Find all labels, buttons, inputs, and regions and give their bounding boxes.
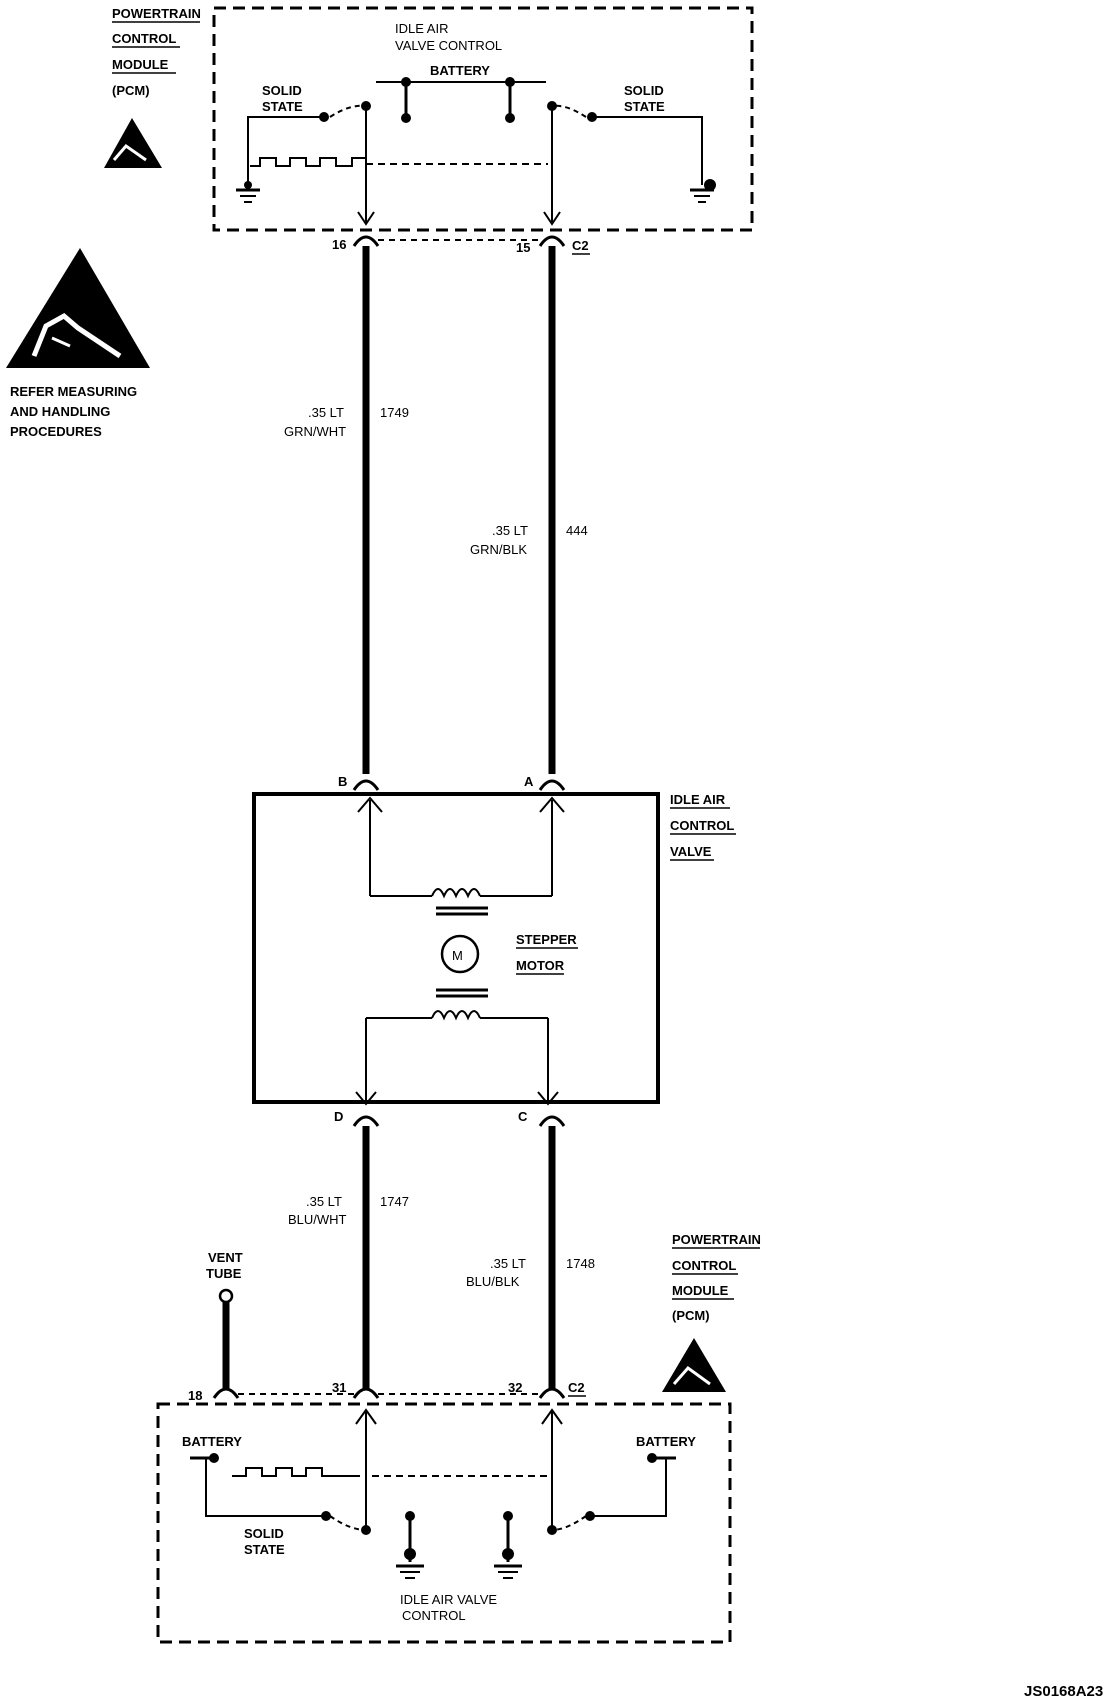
esd-small-icon-top bbox=[104, 118, 162, 168]
pin-18-label: 18 bbox=[188, 1388, 202, 1403]
wire-444-color: GRN/BLK bbox=[470, 542, 527, 557]
battery-bottom-right: BATTERY bbox=[636, 1434, 696, 1449]
pin-c-label: C bbox=[518, 1109, 528, 1124]
pin-16-label: 16 bbox=[332, 237, 346, 252]
pin-b-connector bbox=[352, 779, 380, 791]
wire-1747-size: .35 LT bbox=[306, 1194, 342, 1209]
esd-notice-line-1: REFER MEASURING bbox=[10, 384, 137, 399]
pin-31-label: 31 bbox=[332, 1380, 346, 1395]
solid-state-bottom-2: STATE bbox=[244, 1542, 285, 1557]
iac-valve-housing bbox=[252, 792, 660, 1104]
pcm-top-contacts bbox=[244, 77, 716, 191]
esd-notice: REFER MEASURING AND HANDLING PROCEDURES bbox=[6, 248, 150, 439]
stepper-label-1: STEPPER bbox=[516, 932, 577, 947]
pcm-top-title-2: CONTROL bbox=[112, 31, 176, 46]
pin-b-label: B bbox=[338, 774, 347, 789]
pin-a-label: A bbox=[524, 774, 534, 789]
vent-tube-label-2: TUBE bbox=[206, 1266, 242, 1281]
solid-state-top-right-2: STATE bbox=[624, 99, 665, 114]
pin-18-connector bbox=[212, 1387, 240, 1399]
pcm-bottom-idle-air-2: CONTROL bbox=[402, 1608, 466, 1623]
pin-15-label: 15 bbox=[516, 240, 530, 255]
solid-state-top-left-2: STATE bbox=[262, 99, 303, 114]
wire-1747-circuit: 1747 bbox=[380, 1194, 409, 1209]
pcm-top-battery: BATTERY bbox=[430, 63, 490, 78]
wire-444-circuit: 444 bbox=[566, 523, 588, 538]
solid-state-top-right-1: SOLID bbox=[624, 83, 664, 98]
pcm-top: POWERTRAIN CONTROL MODULE (PCM) IDLE AIR… bbox=[104, 6, 754, 255]
vent-tube-label-1: VENT bbox=[208, 1250, 243, 1265]
pin-d-connector bbox=[352, 1115, 380, 1127]
motor-symbol-text: M bbox=[452, 948, 463, 963]
pin-c-connector bbox=[538, 1115, 566, 1127]
pin-15-connector bbox=[538, 235, 566, 247]
pin-32-label: 32 bbox=[508, 1380, 522, 1395]
esd-notice-line-2: AND HANDLING bbox=[10, 404, 110, 419]
pin-32-connector bbox=[538, 1387, 566, 1399]
wire-1749-circuit: 1749 bbox=[380, 405, 409, 420]
pcm-bottom-contacts bbox=[209, 1453, 657, 1560]
pcm-bottom-title-1: POWERTRAIN bbox=[672, 1232, 761, 1247]
pcm-bottom-title-4: (PCM) bbox=[672, 1308, 710, 1323]
wire-1747-color: BLU/WHT bbox=[288, 1212, 347, 1227]
pin-d-label: D bbox=[334, 1109, 343, 1124]
pcm-bottom-title-3: MODULE bbox=[672, 1283, 729, 1298]
stepper-motor-circuit bbox=[355, 796, 565, 1106]
pcm-top-boundary bbox=[212, 6, 754, 232]
solid-state-top-left-1: SOLID bbox=[262, 83, 302, 98]
pcm-top-title-3: MODULE bbox=[112, 57, 169, 72]
motor-symbol-circle bbox=[440, 934, 480, 974]
esd-small-icon-bottom bbox=[662, 1338, 726, 1392]
pcm-top-idle-air-1: IDLE AIR bbox=[395, 21, 448, 36]
iac-title-3: VALVE bbox=[670, 844, 712, 859]
pin-31-connector bbox=[352, 1387, 380, 1399]
vent-tube: VENT TUBE bbox=[206, 1250, 243, 1388]
wire-444-size: .35 LT bbox=[492, 523, 528, 538]
pcm-bottom: POWERTRAIN CONTROL MODULE (PCM) 18 31 32… bbox=[156, 1232, 761, 1644]
wire-1748-color: BLU/BLK bbox=[466, 1274, 520, 1289]
iac-title-1: IDLE AIR bbox=[670, 792, 726, 807]
connector-c2-bottom: C2 bbox=[568, 1380, 585, 1395]
solid-state-bottom-1: SOLID bbox=[244, 1526, 284, 1541]
pcm-top-title-4: (PCM) bbox=[112, 83, 150, 98]
pin-a-connector bbox=[538, 779, 566, 791]
wire-1749-color: GRN/WHT bbox=[284, 424, 346, 439]
stepper-label-2: MOTOR bbox=[516, 958, 565, 973]
wire-1748-size: .35 LT bbox=[490, 1256, 526, 1271]
iac-title-2: CONTROL bbox=[670, 818, 734, 833]
iac-valve: B A IDLE AIR CONTROL VALVE bbox=[252, 774, 736, 1127]
pcm-bottom-title-2: CONTROL bbox=[672, 1258, 736, 1273]
pcm-bottom-idle-air-1: IDLE AIR VALVE bbox=[400, 1592, 497, 1607]
connector-c2-top: C2 bbox=[572, 238, 589, 253]
esd-large-icon bbox=[6, 248, 150, 368]
figure-code: JS0168A23 bbox=[1024, 1683, 1103, 1700]
battery-bottom-left: BATTERY bbox=[182, 1434, 242, 1449]
pcm-top-idle-air-2: VALVE CONTROL bbox=[395, 38, 502, 53]
pcm-top-title-1: POWERTRAIN bbox=[112, 6, 201, 21]
wire-1749-size: .35 LT bbox=[308, 405, 344, 420]
wire-1748-circuit: 1748 bbox=[566, 1256, 595, 1271]
pcm-bottom-boundary bbox=[156, 1402, 732, 1644]
pin-16-connector bbox=[352, 235, 380, 247]
esd-notice-line-3: PROCEDURES bbox=[10, 424, 102, 439]
